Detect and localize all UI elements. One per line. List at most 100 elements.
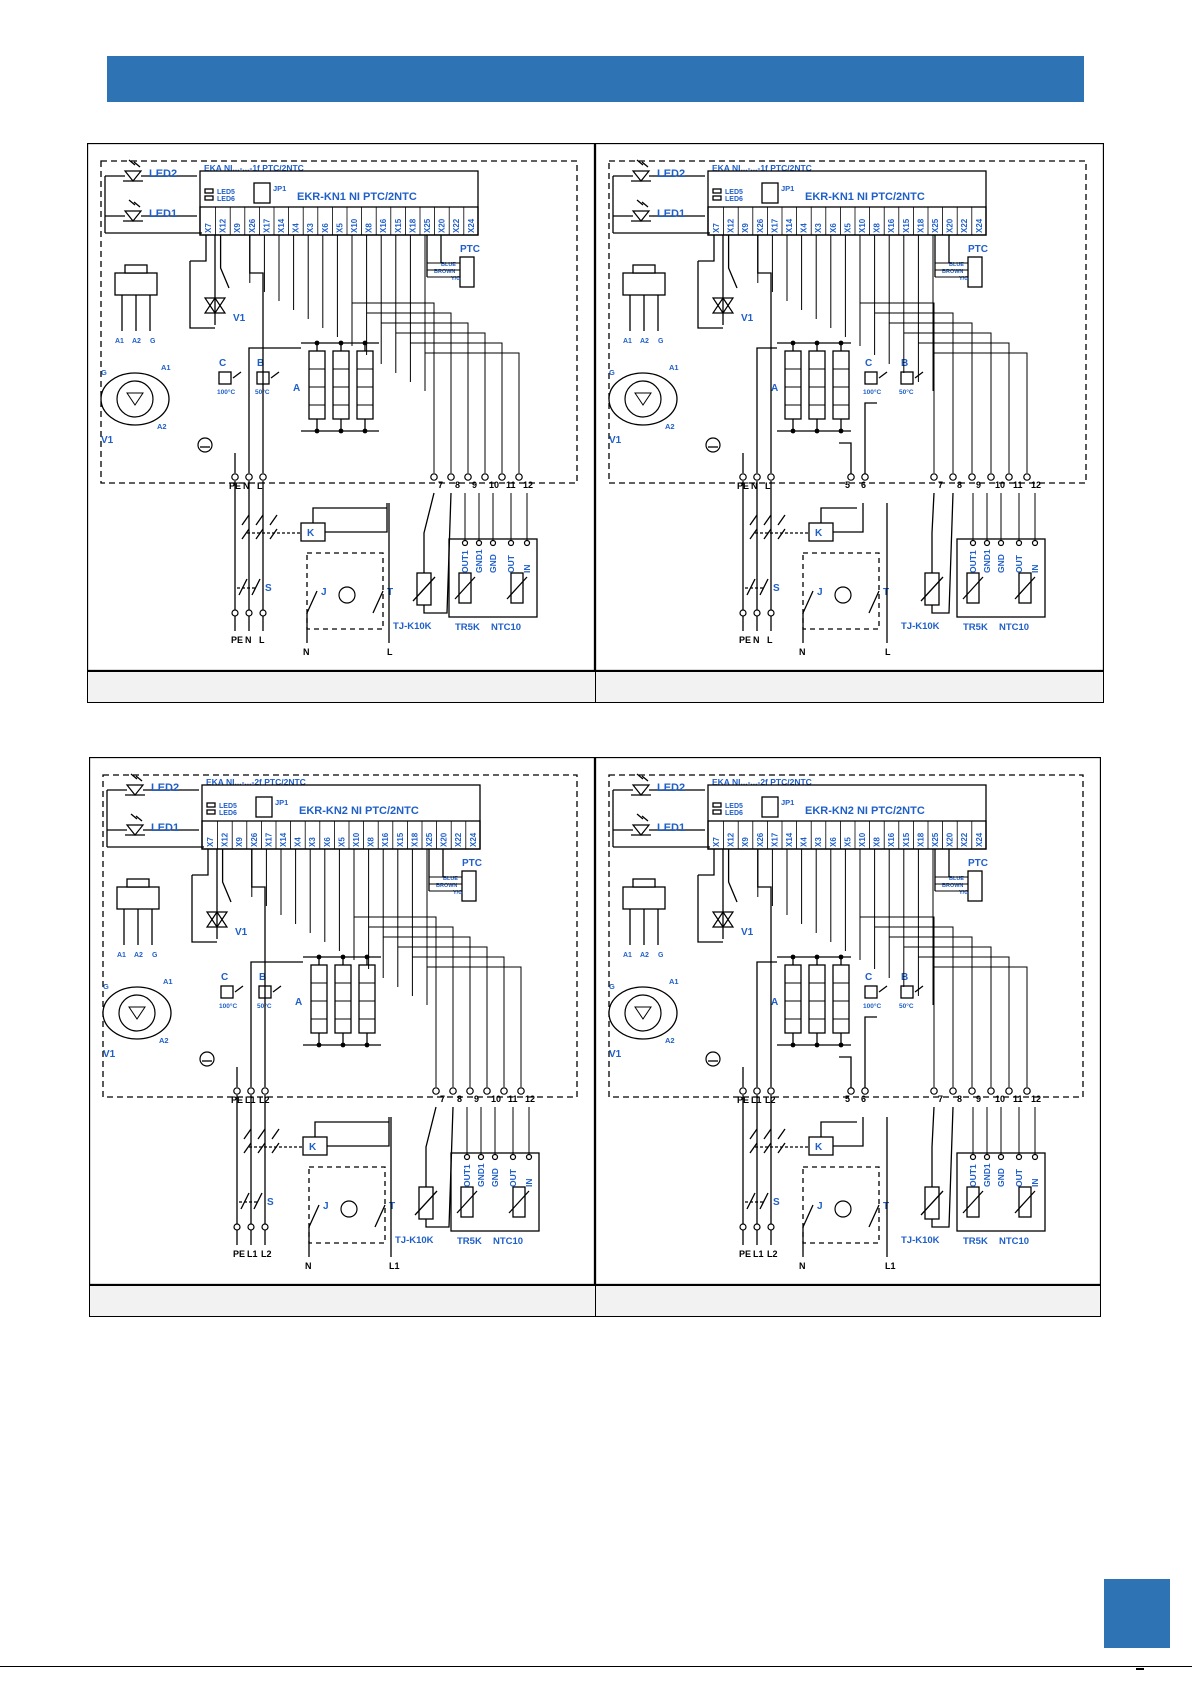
line-label: L1 [885, 1261, 896, 1271]
led-ray [636, 159, 644, 166]
led-label: LED2 [657, 782, 685, 794]
triac-inner-icon [624, 994, 662, 1032]
triac-g: G [152, 952, 158, 959]
led-label: LED1 [151, 822, 179, 834]
sensor-slash [454, 576, 476, 600]
ptc-label: PTC [968, 858, 988, 869]
heater-a-label: A [295, 997, 302, 1008]
wire [839, 442, 852, 474]
wiring-diagram: EKA NI...-...-1f PTC/2NTCLED2LED1LED5LED… [87, 143, 595, 671]
terminal-label: X22 [960, 832, 969, 847]
terminal-label: X17 [770, 832, 779, 847]
terminal-label: X24 [975, 832, 984, 847]
contactor-switch [749, 1142, 758, 1154]
ntc10-label: NTC10 [491, 622, 521, 633]
wire [425, 1106, 437, 1187]
led5-label: LED5 [219, 803, 237, 810]
terminal-screw-icon [767, 1087, 775, 1095]
terminal-label: X26 [248, 218, 257, 233]
terminal-screw-icon [449, 1087, 457, 1095]
thermostat-c-icon [220, 985, 234, 999]
terminal-label: X15 [394, 218, 403, 233]
wire [757, 235, 772, 473]
terminal-screw-icon [987, 473, 995, 481]
jp1-label: JP1 [781, 798, 794, 807]
ptc-blue-label: BLUE [949, 262, 964, 268]
wire [383, 936, 471, 1087]
terminal-number: 8 [957, 1094, 962, 1104]
triac-symbol-icon [128, 1006, 146, 1020]
line-label: L [387, 647, 393, 657]
sensor-pin-label: GND [996, 1168, 1006, 1187]
wire [221, 849, 232, 903]
terminal-number: 11 [1013, 1094, 1023, 1104]
thermostat-c-icon [864, 371, 878, 385]
wire [352, 302, 435, 473]
wire [410, 342, 503, 473]
sensor-slash [962, 576, 984, 600]
terminal-number: 11 [1013, 480, 1023, 490]
wire [251, 849, 266, 1087]
wire [860, 916, 935, 1087]
led-label: LED1 [149, 208, 177, 220]
terminal-number: 7 [938, 480, 943, 490]
terminal-label: X10 [350, 218, 359, 233]
terminal-label: X22 [454, 832, 463, 847]
sensor-pin-label: OUT1 [968, 1164, 978, 1187]
caption-cell-2 [595, 671, 1104, 703]
triac-a1-label: A1 [669, 977, 679, 986]
junction-dot [316, 1042, 322, 1048]
wire [327, 1117, 390, 1147]
switch-t-contact [868, 590, 880, 614]
terminal-number: 7 [938, 1094, 943, 1104]
terminal-screw-icon [767, 473, 775, 481]
led-label: LED1 [657, 822, 685, 834]
switch-s-contact [251, 578, 261, 596]
terminal-screw-icon [447, 473, 455, 481]
terminal-label: X7 [712, 837, 721, 847]
controller-name: EKR-KN2 NI PTC/2NTC [805, 805, 925, 817]
terminal-screw-icon [259, 473, 267, 481]
timer-n-label: N [799, 1261, 806, 1271]
terminal-number: 6 [861, 480, 866, 490]
terminal-number: 11 [506, 480, 516, 490]
terminal-screw-icon [261, 1087, 269, 1095]
panel-border [87, 143, 595, 671]
terminal-label: X9 [233, 223, 242, 233]
terminal-screw-icon [739, 473, 747, 481]
contactor-switch [243, 1128, 252, 1140]
led-label: LED2 [657, 168, 685, 180]
switch-contact [232, 371, 242, 379]
sensor-pin-label: GND1 [476, 1163, 486, 1187]
mains-terminal-label: L [257, 481, 263, 491]
panel-border [595, 143, 1104, 671]
ptc-blue-label: BLUE [949, 876, 964, 882]
wire [931, 1106, 935, 1187]
clock-timer-icon [340, 1200, 358, 1218]
sensor-pin-label: IN [524, 1179, 534, 1188]
thermostat-c-icon [864, 985, 878, 999]
terminal-label: X16 [381, 832, 390, 847]
terminal-screw-icon [247, 1087, 255, 1095]
switch-contact [878, 985, 888, 993]
heater-element [358, 964, 376, 1034]
sensor-pin-icon [475, 539, 483, 547]
terminal-label: X4 [800, 837, 809, 847]
line-label: L [885, 647, 891, 657]
terminal-screw-icon [968, 473, 976, 481]
junction-dot [838, 954, 844, 960]
sensor-pin-label: GND [488, 554, 498, 573]
sensor-slash [506, 576, 528, 600]
wire [697, 261, 723, 329]
terminal-label: X9 [235, 837, 244, 847]
terminal-number: 12 [1031, 480, 1041, 490]
jp1-switch-icon [255, 796, 273, 818]
terminal-number: 7 [438, 480, 443, 490]
terminal-screw-icon [247, 1223, 255, 1231]
led-diode-icon [631, 784, 651, 796]
wire [727, 849, 738, 903]
junction-dot [314, 340, 320, 346]
switch-s-contact [253, 1192, 263, 1210]
led-label: LED1 [657, 208, 685, 220]
